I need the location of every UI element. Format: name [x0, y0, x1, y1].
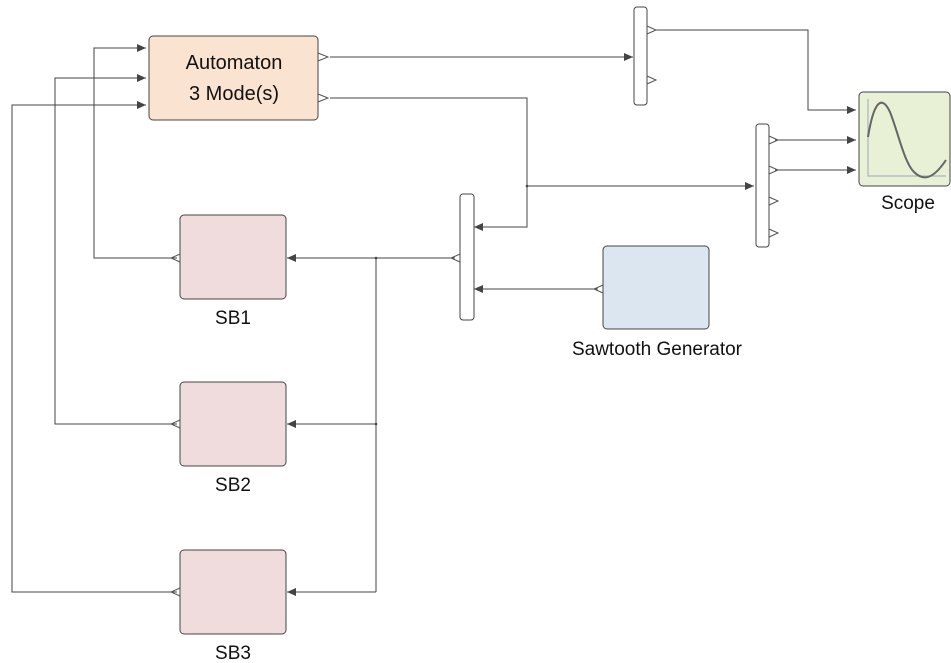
sawtooth-label: Sawtooth Generator: [572, 339, 743, 360]
output-port-icon: [646, 25, 658, 35]
output-port-icon: [768, 135, 780, 145]
signal-lines: [11, 29, 856, 596]
scope-label: Scope: [881, 193, 935, 214]
wire-sb2-to-automaton-in2[interactable]: [54, 74, 177, 425]
output-port-icon: [169, 587, 181, 597]
wire-sb1-to-automaton-in1[interactable]: [93, 44, 177, 259]
sawtooth-generator-block[interactable]: Sawtooth Generator: [572, 245, 743, 360]
automaton-modes: 3 Mode(s): [189, 83, 279, 105]
output-port-icon: [592, 284, 604, 294]
wire-mux-top-to-scope-in1[interactable]: [655, 29, 856, 114]
output-port-icon: [768, 165, 780, 175]
output-port-icon: [169, 253, 181, 263]
sb3-label: SB3: [215, 643, 251, 663]
automaton-title: Automaton: [186, 52, 283, 74]
scope-block[interactable]: Scope: [858, 91, 951, 214]
sb2-label: SB2: [215, 475, 251, 496]
mux-right-block[interactable]: [755, 123, 780, 248]
output-port-icon: [317, 93, 330, 103]
output-port-icon: [317, 52, 330, 62]
junction-dot: [525, 184, 529, 188]
sb3-block[interactable]: SB3: [169, 549, 287, 663]
sb1-label: SB1: [215, 308, 251, 329]
automaton-block[interactable]: Automaton 3 Mode(s): [148, 35, 330, 121]
junction-dot: [374, 256, 378, 260]
output-port-icon: [768, 228, 780, 238]
junction-dot: [374, 422, 378, 426]
sb2-block[interactable]: SB2: [169, 381, 287, 496]
output-port-icon: [646, 75, 658, 85]
wire-sb3-to-automaton-in3[interactable]: [11, 101, 177, 593]
wire-automaton-out2-to-mux-mid[interactable]: [330, 97, 528, 231]
sb1-block[interactable]: SB1: [169, 214, 287, 329]
sine-wave-icon: [867, 99, 947, 179]
output-port-icon: [169, 419, 181, 429]
mux-middle-block[interactable]: [449, 193, 475, 321]
output-port-icon: [449, 253, 461, 263]
output-port-icon: [768, 196, 780, 206]
mux-top-block[interactable]: [633, 6, 658, 106]
